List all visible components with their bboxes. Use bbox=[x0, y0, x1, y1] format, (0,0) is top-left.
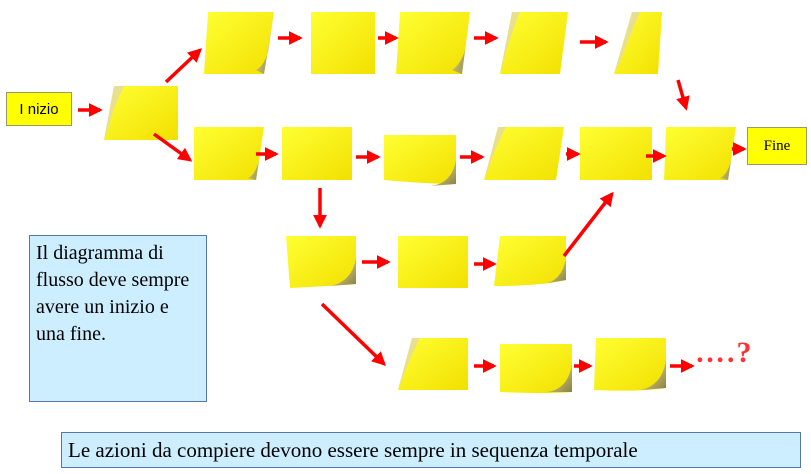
sticky-note bbox=[494, 236, 566, 286]
sticky-note bbox=[282, 127, 352, 180]
sticky-note bbox=[286, 236, 356, 288]
sticky-note bbox=[500, 344, 572, 393]
sticky-note bbox=[398, 236, 468, 288]
sticky-note bbox=[194, 127, 264, 180]
sticky-note bbox=[204, 12, 274, 74]
flow-arrow bbox=[164, 48, 203, 84]
flow-arrow bbox=[320, 302, 387, 366]
sticky-note bbox=[311, 12, 375, 74]
sticky-note bbox=[396, 12, 470, 74]
flow-arrow bbox=[562, 191, 614, 258]
flow-arrow bbox=[152, 132, 193, 162]
sticky-note bbox=[384, 135, 456, 186]
sticky-note bbox=[580, 127, 652, 180]
sticky-note bbox=[614, 12, 662, 74]
sticky-note bbox=[484, 127, 564, 180]
bottom-textbox: Le azioni da compiere devono essere semp… bbox=[61, 432, 801, 468]
sticky-note bbox=[594, 338, 666, 391]
flow-arrow bbox=[676, 79, 690, 111]
start-node: I nizio bbox=[6, 92, 72, 126]
note-textbox: Il diagramma di flusso deve sempre avere… bbox=[29, 235, 207, 402]
sticky-note bbox=[398, 338, 468, 390]
sticky-note bbox=[664, 127, 736, 180]
continuation-label: ….? bbox=[695, 336, 754, 369]
end-node: Fine bbox=[747, 127, 807, 165]
sticky-note bbox=[104, 86, 178, 140]
sticky-note bbox=[500, 12, 568, 74]
